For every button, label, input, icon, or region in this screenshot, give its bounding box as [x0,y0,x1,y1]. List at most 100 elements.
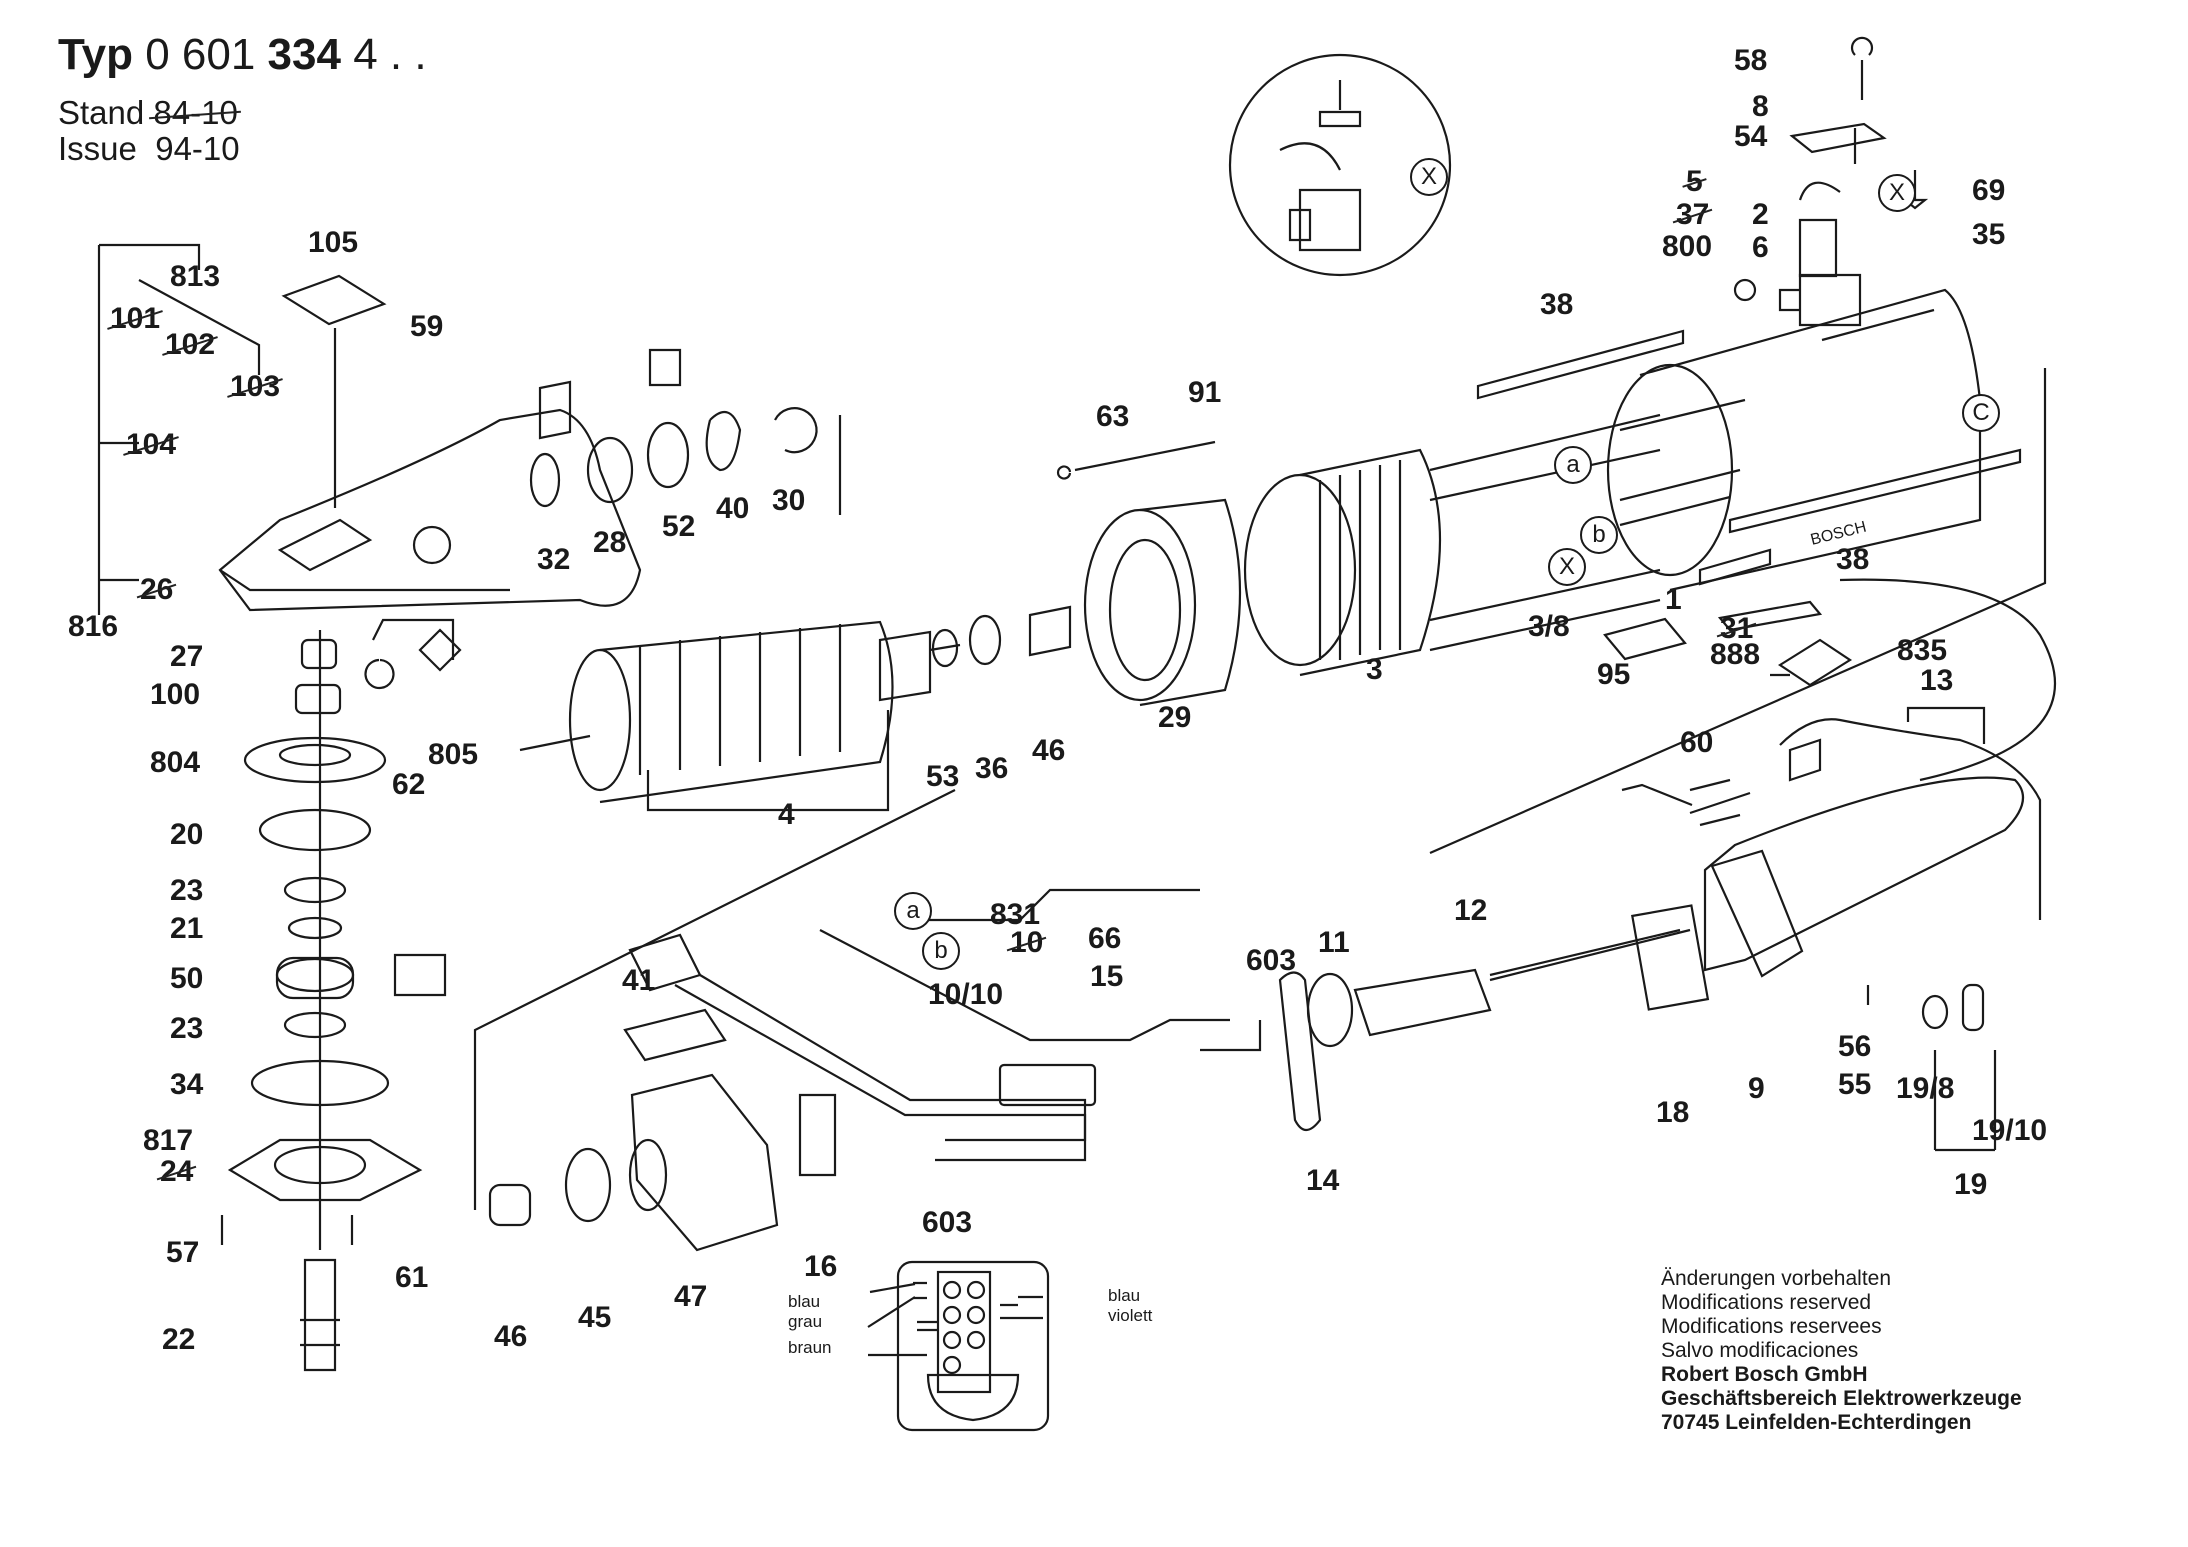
power-plug [1770,638,1853,687]
part-label-27: 27 [170,640,204,673]
part-label-15: 15 [1090,960,1124,993]
screw-60 [1689,791,1751,815]
bracket-813-816 [97,243,261,615]
part-label-817: 817 [143,1124,194,1157]
part-label-19-8: 19/8 [1896,1072,1955,1105]
type-label: Typ [58,30,133,79]
part-label-1: 1 [1665,583,1682,616]
part-label-105: 105 [308,226,359,259]
part-label-804: 804 [150,746,201,779]
handle-assembly [1621,718,2042,1152]
part-label-45: 45 [578,1301,612,1334]
stand-label: Stand [58,94,145,131]
part-label-11: 11 [1318,926,1350,959]
callout-x-motor: X [1548,548,1586,586]
issue-label: Issue [58,130,137,167]
part-label-58: 58 [1734,44,1768,77]
part-label-20: 20 [170,818,204,851]
part-label-69: 69 [1972,174,2006,207]
wire-label-grau: grau [788,1312,823,1331]
cord-shaft [1489,928,1691,982]
part-label-59: 59 [410,310,444,343]
armature [519,605,1072,812]
part-label-3-8: 3/8 [1528,610,1570,643]
part-label-102: 102 [165,328,216,361]
part-label-816: 816 [68,610,119,643]
part-label-24: 24 [160,1155,194,1188]
callout-x-brush: X [1878,174,1916,212]
part-label-56: 56 [1838,1030,1872,1063]
footer-line-de: Änderungen vorbehalten [1661,1267,1892,1290]
part-label-35: 35 [1972,218,2006,251]
bracket-835 [1906,706,1986,744]
part-label-805: 805 [428,738,479,771]
wire-label-violett: violett [1108,1306,1153,1325]
part-label-6: 6 [1752,231,1769,264]
detail-inset-x [1228,53,1452,277]
part-label-41: 41 [622,964,656,997]
footer-line-es: Salvo modificaciones [1661,1339,1859,1362]
stator-field-coil [1243,413,1661,677]
part-label-21: 21 [170,912,204,945]
part-label-57: 57 [166,1236,200,1269]
part-label-61: 61 [395,1261,429,1294]
callout-a-wiring: a [894,892,932,930]
part-label-19: 19 [1954,1168,1988,1201]
part-label-835: 835 [1897,634,1948,667]
callout-c: C [1962,394,2000,432]
part-label-66: 66 [1088,922,1122,955]
callout-a-motor: a [1554,446,1592,484]
stand-line: Stand 84-10 [58,94,238,132]
screw-63 [1056,440,1216,480]
footer-line-en: Modifications reserved [1661,1291,1872,1314]
part-label-52: 52 [662,510,696,543]
wire-label-blau-right: blau [1108,1286,1141,1305]
part-label-100: 100 [150,678,201,711]
part-label-888: 888 [1710,638,1761,671]
part-label-9: 9 [1748,1072,1765,1105]
brush-holder-group [1733,36,1935,342]
part-label-37: 37 [1676,198,1710,231]
connection-diagram [867,1260,1050,1432]
part-label-10-10: 10/10 [928,978,1004,1011]
part-label-47: 47 [674,1280,708,1313]
part-label-8: 8 [1752,90,1769,123]
part-label-22: 22 [162,1323,196,1356]
part-label-831: 831 [990,898,1041,931]
label-plate-105 [281,274,387,508]
footer-address: 70745 Leinfelden-Echterdingen [1661,1411,1972,1434]
part-label-23-top: 23 [170,874,204,907]
part-label-26: 26 [140,573,174,606]
part-label-32: 32 [537,543,571,576]
motor-housing: BOSCH [1429,288,2047,855]
part-label-62: 62 [392,768,426,801]
part-label-813: 813 [170,260,221,293]
bearings-top [529,348,842,515]
part-label-603-bottom: 603 [922,1206,973,1239]
part-label-18: 18 [1656,1096,1690,1129]
fan-baffle [1083,498,1242,707]
footer-notice: Änderungen vorbehalten Modifications res… [1661,1267,2022,1435]
part-label-603-top: 603 [1246,944,1297,977]
part-label-3: 3 [1366,653,1383,686]
label-plate-41 [623,1008,727,1062]
part-label-4: 4 [778,798,795,831]
part-label-36: 36 [975,752,1009,785]
footer-line-fr: Modifications reservees [1661,1315,1882,1338]
callout-b-wiring: b [922,932,960,970]
part-label-29: 29 [1158,701,1192,734]
part-label-19-10: 19/10 [1972,1114,2048,1147]
part-label-60: 60 [1680,726,1714,759]
part-label-23-bottom: 23 [170,1012,204,1045]
part-label-800: 800 [1662,230,1713,263]
part-label-5: 5 [1686,165,1703,198]
footer-division: Geschäftsbereich Elektrowerkzeuge [1661,1387,2022,1410]
part-label-103: 103 [230,370,281,403]
gear-housing [218,408,642,612]
part-label-104: 104 [126,428,177,461]
part-label-13: 13 [1920,664,1954,697]
part-label-54: 54 [1734,120,1768,153]
part-label-38-bottom: 38 [1836,543,1870,576]
part-label-101: 101 [110,302,161,335]
